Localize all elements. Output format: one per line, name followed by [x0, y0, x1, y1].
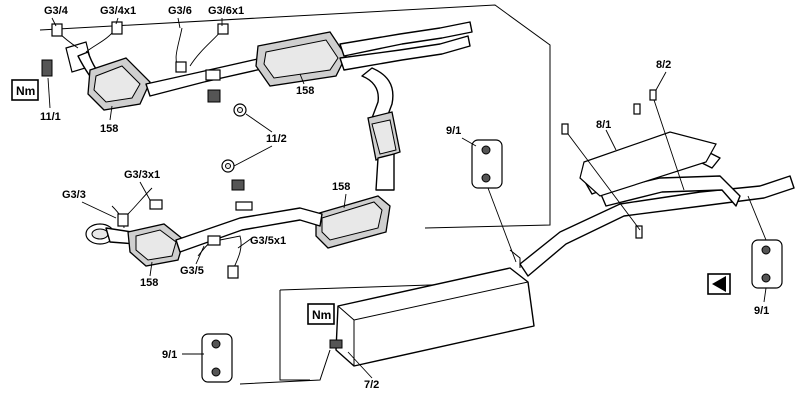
- bolt-8-2-c-icon: [561, 123, 569, 135]
- bolt-8-2-d-icon: [635, 225, 643, 239]
- label-g3-4x1: G3/4x1: [100, 5, 136, 17]
- heat-shield-bracket: [235, 201, 253, 211]
- label-11-2: 11/2: [266, 133, 287, 145]
- bolts-8-2: [561, 89, 685, 239]
- connector-g3-4x1: [111, 21, 123, 35]
- sensor-g3-6x1: [189, 23, 229, 67]
- sensor-g3-5x1: [219, 235, 242, 279]
- label-g3-5: G3/5: [180, 265, 204, 277]
- bolt-11-1: [41, 59, 53, 77]
- torque-box-left: Nm: [11, 79, 39, 101]
- label-158-upper-center: 158: [296, 85, 314, 97]
- label-g3-3x1: G3/3x1: [124, 169, 160, 181]
- oxygen-sensor-g3-4: [51, 23, 63, 37]
- lower-exhaust-pipe: [85, 201, 323, 267]
- label-g3-3: G3/3: [62, 189, 86, 201]
- nuts-11-2: [205, 69, 247, 191]
- nm-label-left: Nm: [16, 84, 35, 98]
- label-9-1-lower: 9/1: [162, 349, 177, 361]
- assembly-frame-upper: [39, 4, 551, 229]
- sensor-g3-5: [197, 235, 221, 257]
- leader-lines: [47, 17, 767, 379]
- rear-muffler: [239, 249, 535, 385]
- bolt-11-1-icon: [41, 59, 53, 77]
- sensor-g3-4: [51, 23, 79, 49]
- label-g3-6x1: G3/6x1: [208, 5, 244, 17]
- label-158-lower-center: 158: [332, 181, 350, 193]
- rubber-mount-9-1-upper: [471, 139, 517, 263]
- label-158-upper-left: 158: [100, 123, 118, 135]
- label-g3-6: G3/6: [168, 5, 192, 17]
- oxygen-sensor-g3-6: [175, 61, 187, 73]
- label-group: G3/4 G3/4x1 G3/6 G3/6x1 11/1 158 158 11/…: [40, 5, 769, 391]
- y-pipe-assembly: [315, 67, 401, 249]
- label-8-2: 8/2: [656, 59, 671, 71]
- label-g3-4: G3/4: [44, 5, 69, 17]
- rubber-mount-upper-icon: [471, 139, 503, 189]
- rubber-mount-lower-icon: [201, 333, 233, 383]
- bolt-8-2-icon: [649, 89, 657, 101]
- label-11-1: 11/1: [40, 111, 61, 123]
- rubber-mount-9-1-right: [747, 195, 783, 289]
- nm-label-mid: Nm: [312, 308, 331, 322]
- clamp-lower-icon: [231, 179, 245, 191]
- label-7-2: 7/2: [364, 379, 379, 391]
- label-9-1-upper: 9/1: [446, 125, 461, 137]
- label-9-1-right: 9/1: [754, 305, 769, 317]
- rubber-mount-9-1-lower: [201, 333, 233, 383]
- bolt-8-2-b-icon: [633, 103, 641, 115]
- connector-g3-5x1: [227, 265, 239, 279]
- hanger-bracket-icon: [205, 69, 221, 81]
- heat-shield-8-1: [579, 131, 717, 197]
- oxygen-sensor-g3-3: [117, 213, 129, 227]
- oxygen-sensor-g3-5: [207, 235, 221, 246]
- warning-triangle-icon: [707, 273, 731, 295]
- sensor-g3-6: [175, 27, 187, 73]
- rubber-mount-right-icon: [751, 239, 783, 289]
- clamp-upper-icon: [207, 89, 221, 103]
- connector-g3-6x1: [217, 23, 229, 35]
- sensor-g3-3x1: [127, 187, 163, 215]
- rear-pipe: [519, 131, 795, 277]
- sensor-g3-3: [111, 205, 129, 229]
- label-8-1: 8/1: [596, 119, 611, 131]
- connector-g3-3x1: [149, 199, 163, 210]
- muffler-clamp: [329, 339, 343, 349]
- upper-exhaust-pipe: [65, 21, 473, 111]
- label-158-lower-left: 158: [140, 277, 158, 289]
- torque-box-mid: Nm: [307, 303, 335, 325]
- label-g3-5x1: G3/5x1: [250, 235, 286, 247]
